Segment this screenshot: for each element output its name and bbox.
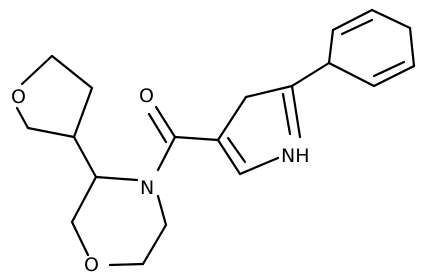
bond-carbonyl-c-pyrrole <box>173 135 220 142</box>
pyrrole-ring <box>216 84 302 176</box>
bond-pyr-c5-n <box>290 84 302 139</box>
bond-carbonyl-double-1 <box>154 105 177 139</box>
bond-ph-5 <box>372 64 416 88</box>
bond-pyr-c2-c3 <box>216 138 242 176</box>
bond-ph-6 <box>327 61 376 88</box>
bond-thf-c5-o <box>15 106 30 130</box>
bond-pyr-c5-n-inner <box>281 92 292 136</box>
bond-morph-c3-n <box>94 175 139 182</box>
bond-morph-n-c5 <box>156 194 168 227</box>
bond-ph-4 <box>408 26 416 68</box>
bond-thf-o-c2 <box>20 54 54 86</box>
phenyl-ring <box>327 8 416 88</box>
bond-pyr-n-c2 <box>238 156 280 176</box>
bond-morph-c6-o <box>108 262 145 267</box>
bond-ph-2 <box>331 8 374 32</box>
bond-thf-c3-c4 <box>72 86 94 139</box>
bond-pyrrole-phenyl <box>290 61 331 88</box>
bond-ph-5-inner <box>372 60 406 78</box>
bond-morph-c5-c6 <box>141 223 168 266</box>
atom-nitrogen-pyrrole: NH <box>281 145 310 167</box>
bond-thf-c2-c3 <box>50 54 94 90</box>
bond-ph-1 <box>327 28 335 65</box>
bond-ph-2-inner <box>340 18 374 36</box>
tetrahydrofuran-ring <box>15 54 94 139</box>
bond-morph-o-c2 <box>70 220 90 257</box>
bond-carbonyl-double-2 <box>147 112 168 144</box>
bond-thf-morpholine <box>72 135 98 179</box>
bond-pyr-c3-c4 <box>216 95 248 142</box>
morpholine-ring <box>70 175 168 267</box>
atom-nitrogen-amide: N <box>140 177 154 199</box>
bond-thf-c4-c5 <box>26 126 76 139</box>
carbonyl-group <box>147 105 220 172</box>
bond-ph-3 <box>370 8 412 30</box>
bond-pyr-c4-c5 <box>244 84 294 99</box>
atom-oxygen-thf: O <box>11 86 26 108</box>
atom-oxygen-carbonyl: O <box>139 85 154 107</box>
bond-pyr-c2-c3-inner <box>226 136 247 164</box>
bond-morph-c2-c3 <box>70 175 98 224</box>
bond-n-carbonyl-c <box>156 135 177 172</box>
atom-oxygen-morpholine: O <box>84 254 99 276</box>
